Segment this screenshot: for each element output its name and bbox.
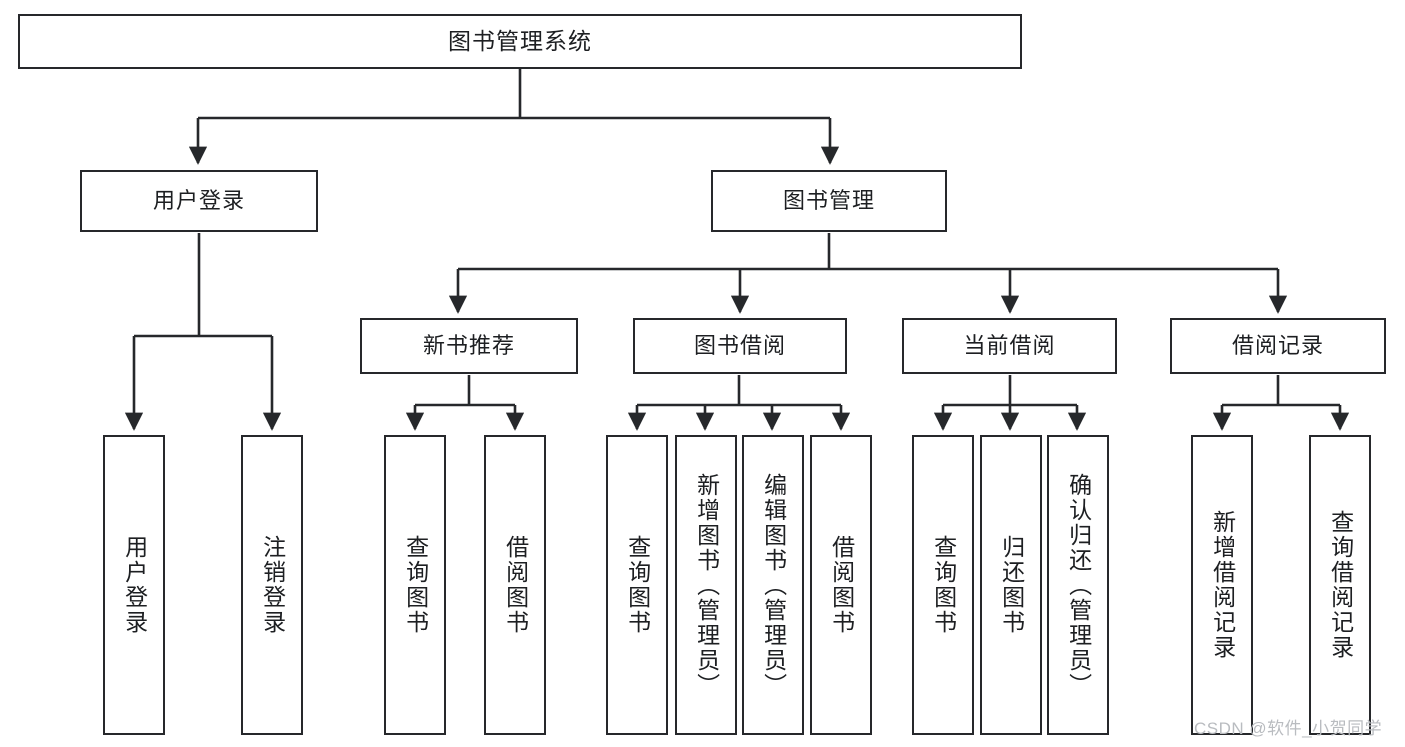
leaf-logout[interactable]: 注销登录 [241,435,303,735]
leaf-return-book[interactable]: 归还图书 [980,435,1042,735]
node-label: 借阅图书 [502,535,529,635]
leaf-query-borrow-record[interactable]: 查询借阅记录 [1309,435,1371,735]
leaf-query-book-recommend[interactable]: 查询图书 [384,435,446,735]
node-label: 查询借阅记录 [1327,510,1354,660]
leaf-edit-book-admin[interactable]: 编辑图书（管理员） [742,435,804,735]
node-label: 借阅图书 [828,535,855,635]
node-label: 新书推荐 [422,332,515,358]
leaf-confirm-return-admin[interactable]: 确认归还（管理员） [1047,435,1109,735]
node-label: 归还图书 [998,535,1025,635]
node-book-management[interactable]: 图书管理 [711,170,947,232]
node-user-login[interactable]: 用户登录 [80,170,318,232]
node-label: 新增借阅记录 [1209,510,1236,660]
node-label: 图书借阅 [693,332,786,358]
node-label: 查询图书 [624,535,651,635]
node-label: 查询图书 [930,535,957,635]
node-label: 编辑图书（管理员） [760,472,787,698]
node-label: 图书管理 [782,187,875,213]
leaf-add-borrow-record[interactable]: 新增借阅记录 [1191,435,1253,735]
node-label: 新增图书（管理员） [693,472,720,698]
node-label: 确认归还（管理员） [1065,472,1092,698]
node-label: 查询图书 [402,535,429,635]
node-book-borrowing[interactable]: 图书借阅 [633,318,847,374]
node-label: 图书管理系统 [448,27,592,54]
leaf-query-book-borrow[interactable]: 查询图书 [606,435,668,735]
leaf-query-book-current[interactable]: 查询图书 [912,435,974,735]
node-label: 用户登录 [152,187,245,213]
node-label: 注销登录 [259,535,286,635]
leaf-borrow-book-recommend[interactable]: 借阅图书 [484,435,546,735]
node-label: 当前借阅 [963,332,1056,358]
leaf-add-book-admin[interactable]: 新增图书（管理员） [675,435,737,735]
node-root-book-management-system[interactable]: 图书管理系统 [18,14,1022,69]
leaf-borrow-book[interactable]: 借阅图书 [810,435,872,735]
node-label: 用户登录 [121,535,148,635]
node-borrowing-record[interactable]: 借阅记录 [1170,318,1386,374]
node-label: 借阅记录 [1231,332,1324,358]
node-current-borrowing[interactable]: 当前借阅 [902,318,1117,374]
csdn-watermark: CSDN @软件_小贺同学 [1194,719,1383,738]
leaf-user-login[interactable]: 用户登录 [103,435,165,735]
node-new-book-recommendation[interactable]: 新书推荐 [360,318,578,374]
